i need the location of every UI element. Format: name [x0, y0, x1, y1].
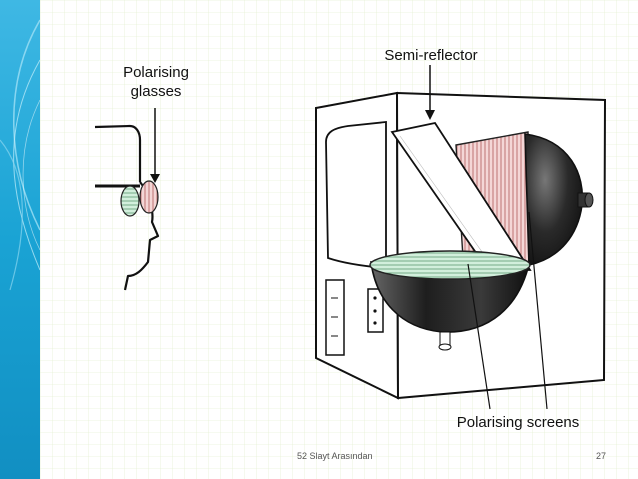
label-polarising-glasses-line2: glasses [130, 83, 182, 100]
glasses-lens-red [139, 180, 159, 214]
screens-pointer-line-2 [528, 211, 548, 410]
label-polarising-screens: Polarising screens [456, 414, 580, 431]
horizontal-polarising-screen [369, 250, 531, 280]
footer-text: 52 Slayt Arasından [297, 451, 373, 461]
screens-pointer-line-1 [467, 263, 491, 410]
glasses-lens-green [120, 185, 140, 217]
label-semi-reflector: Semi-reflector [384, 47, 478, 64]
label-polarising-glasses-line1: Polarising [123, 64, 189, 81]
page-number: 27 [596, 451, 607, 461]
slide-sidebar-decoration [0, 0, 40, 479]
semi-reflector-glass [390, 121, 532, 271]
